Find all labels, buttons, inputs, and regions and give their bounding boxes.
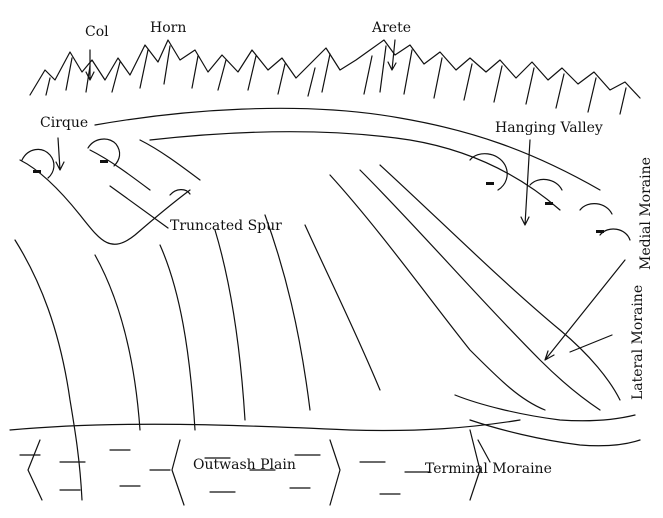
label-hanging-valley: Hanging Valley [495, 120, 603, 136]
slope-4 [214, 229, 246, 421]
glacier-valley-inner [149, 131, 561, 211]
slope-3 [159, 244, 196, 431]
slope-2 [94, 254, 141, 431]
label-col: Col [85, 24, 109, 40]
label-terminal-moraine: Terminal Moraine [425, 461, 552, 477]
arrow-lateral-moraine [569, 334, 613, 353]
terminal-moraine-2 [469, 419, 641, 447]
stream-2 [171, 439, 185, 506]
slope-left [14, 239, 83, 501]
label-horn: Horn [150, 20, 187, 36]
label-lateral-moraine: Lateral Moraine [630, 284, 646, 400]
arrow-truncated-spur [109, 185, 169, 229]
cirque-1 [21, 148, 55, 179]
ridge-hatching [45, 45, 627, 115]
medial-moraine-line [359, 169, 601, 411]
hanging-valley-4 [599, 228, 631, 241]
hanging-mark-2 [545, 202, 553, 205]
arrow-arete [387, 39, 397, 71]
main-glacier-left [329, 174, 546, 411]
hanging-mark-3 [596, 230, 604, 233]
slope-6 [304, 224, 381, 391]
terminal-moraine [454, 394, 636, 422]
spur-ridge-3 [139, 139, 201, 181]
plain-hatching [19, 449, 431, 495]
arrow-hanging-valley [520, 139, 531, 226]
spur-ridge-2 [89, 149, 151, 191]
arrow-col [85, 49, 95, 81]
glacier-valley-edge [94, 107, 601, 191]
outwash-plain-edge [9, 419, 521, 432]
stream-4 [469, 429, 481, 501]
hanging-valley-3 [579, 203, 613, 215]
stream-1 [27, 439, 43, 501]
cirque-mark-1 [33, 170, 41, 173]
label-truncated-spur: Truncated Spur [170, 218, 282, 234]
cirque-3 [169, 189, 191, 196]
slope-5 [264, 214, 311, 411]
arrow-medial-moraine [544, 259, 626, 361]
main-glacier-right [379, 164, 621, 401]
mountain-ridge [29, 39, 641, 99]
hanging-mark-1 [486, 182, 494, 185]
cirque-2 [87, 138, 121, 167]
cirque-mark-2 [100, 160, 108, 163]
label-medial-moraine: Medial Moraine [638, 157, 654, 270]
truncated-spur-ridge [19, 159, 191, 245]
label-cirque: Cirque [40, 115, 89, 131]
arrow-terminal-moraine [477, 439, 491, 463]
hanging-valley-2 [529, 178, 563, 191]
hanging-valley-1 [469, 153, 508, 191]
arrow-cirque [55, 137, 65, 171]
label-outwash-plain: Outwash Plain [193, 457, 296, 473]
label-arete: Arete [372, 20, 411, 36]
stream-3 [329, 439, 341, 506]
